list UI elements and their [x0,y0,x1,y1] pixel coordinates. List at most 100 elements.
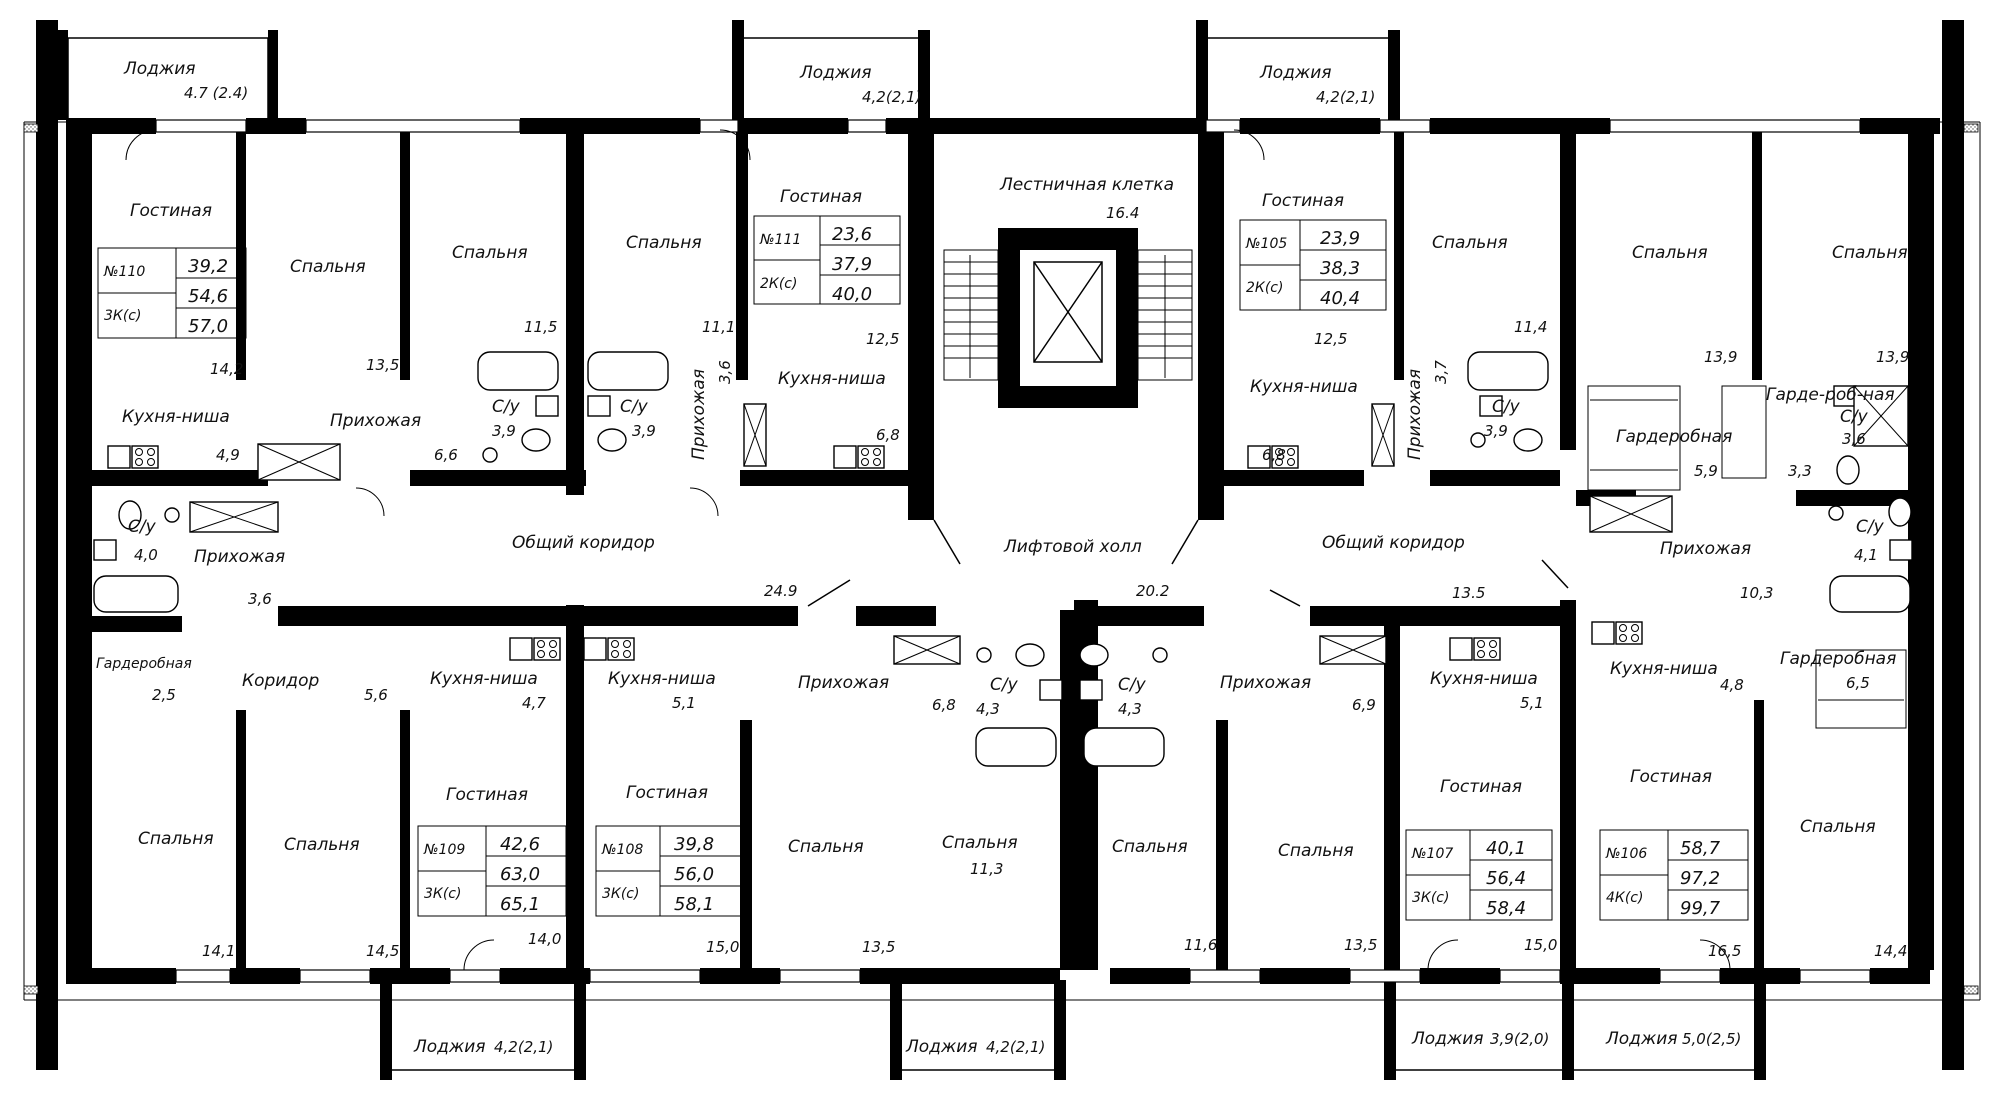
room-area: 6,6 [434,446,458,464]
room-name: Лоджия [905,1037,978,1057]
stove-icon [833,445,885,469]
living-area: 58,7 [1680,838,1721,859]
total-area: 37,9 [832,254,872,275]
room-area: 6,5 [1846,674,1870,692]
room-area: 3,9 [632,422,656,440]
apartment-type: 2К(с) [1246,280,1283,296]
room-name: С/у [1118,675,1147,695]
apartment-type: 3К(с) [602,886,639,902]
total-area: 54,6 [188,286,228,307]
room-name: Спальня [1432,233,1508,253]
living-area: 39,2 [188,256,228,277]
room-area: 4,2(2,1) [494,1038,553,1056]
room-area: 12,5 [866,330,899,348]
room-name: Кухня-ниша [608,669,716,689]
room-area: 4,3 [976,700,1000,718]
living-area: 42,6 [500,834,540,855]
fixtures [23,37,1979,1071]
apartment-tables: №110 3К(с) 39,2 54,6 57,0 №111 2К(с) 23,… [97,215,1749,921]
room-name: Гостиная [626,783,708,803]
gross-area: 40,0 [832,284,872,305]
apartment-number: №109 [423,842,465,858]
room-area: 4,2(2,1) [986,1038,1045,1056]
living-area: 39,8 [674,834,714,855]
room-area: 5,1 [1520,694,1544,712]
living-area: 40,1 [1486,838,1526,859]
gross-area: 99,7 [1680,898,1721,919]
apartment-table: №111 2К(с) 23,6 37,9 40,0 [753,215,901,305]
room-name: Спальня [1800,817,1876,837]
room-area: 14,4 [1874,942,1907,960]
room-name: Лоджия [123,59,196,79]
room-area: 14,0 [528,930,561,948]
stove-icon [107,445,159,469]
room-area: 11,5 [524,318,557,336]
room-area: 11,4 [1514,318,1547,336]
room-name: С/у [128,517,157,537]
gross-area: 58,4 [1486,898,1526,919]
room-area: 2,5 [152,686,176,704]
stove-icon [509,637,561,661]
room-area: 3,9 [492,422,516,440]
room-name: Кухня-ниша [1250,377,1358,397]
living-area: 23,6 [832,224,872,245]
room-name: Спальня [452,243,528,263]
apartment-type: 3К(с) [104,308,141,324]
room-name: Прихожая [798,673,889,693]
room-name: С/у [990,675,1019,695]
room-area: 4,7 [522,694,546,712]
room-area: 20.2 [1136,582,1169,600]
gross-area: 65,1 [500,894,540,915]
apartment-type: 4К(с) [1606,890,1643,906]
room-area: 6,8 [876,426,900,444]
room-area: 5,9 [1694,462,1718,480]
apartment-type: 3К(с) [424,886,461,902]
total-area: 56,4 [1486,868,1526,889]
room-area: 3,6 [248,590,272,608]
room-area: 3,6 [1842,430,1866,448]
room-area: 4,3 [1118,700,1142,718]
stove-icon [583,637,635,661]
room-name: Прихожая [689,369,709,460]
apartment-table: №108 3К(с) 39,8 56,0 58,1 [595,825,743,917]
room-name: Лоджия [1259,63,1332,83]
room-area: 15,0 [706,938,739,956]
room-area: 11,1 [702,318,735,336]
room-area: 10,3 [1740,584,1773,602]
elevator-shaft [1033,261,1103,363]
room-area: 6,8 [932,696,956,714]
room-name: С/у [620,397,649,417]
room-name: Прихожая [1405,369,1425,460]
stove-icon [1247,445,1299,469]
room-area: 13,5 [1344,936,1377,954]
room-name: Общий коридор [1322,533,1465,553]
room-name: Спальня [1278,841,1354,861]
room-area: 13.5 [1452,584,1485,602]
stove-icon [1591,621,1643,645]
room-name: С/у [1492,397,1521,417]
room-name: Спальня [290,257,366,277]
room-name: Гостиная [1440,777,1522,797]
room-name: Гардеробная [1616,427,1732,447]
room-name: Гардеробная [1780,649,1896,669]
apartment-table: №107 3К(с) 40,1 56,4 58,4 [1405,829,1553,921]
room-name: Прихожая [330,411,421,431]
gross-area: 58,1 [674,894,714,915]
apartment-type: 3К(с) [1412,890,1449,906]
room-area: 3,7 [1432,360,1450,384]
apartment-number: №110 [103,264,145,280]
room-name: Спальня [788,837,864,857]
staircase [943,249,1193,381]
room-name: Гостиная [130,201,212,221]
apartment-table: №106 4К(с) 58,7 97,2 99,7 [1599,829,1749,921]
total-area: 38,3 [1320,258,1360,279]
apartment-table: №109 3К(с) 42,6 63,0 65,1 [417,825,567,917]
stove-icon [1449,637,1501,661]
room-area: 4.7 (2.4) [184,84,248,102]
room-area: 4,2(2,1) [862,88,921,106]
room-area: 11,3 [970,860,1003,878]
room-name: Лоджия [1411,1029,1484,1049]
gross-area: 57,0 [188,316,228,337]
room-name: С/у [1856,517,1885,537]
room-area: 15,0 [1524,936,1557,954]
